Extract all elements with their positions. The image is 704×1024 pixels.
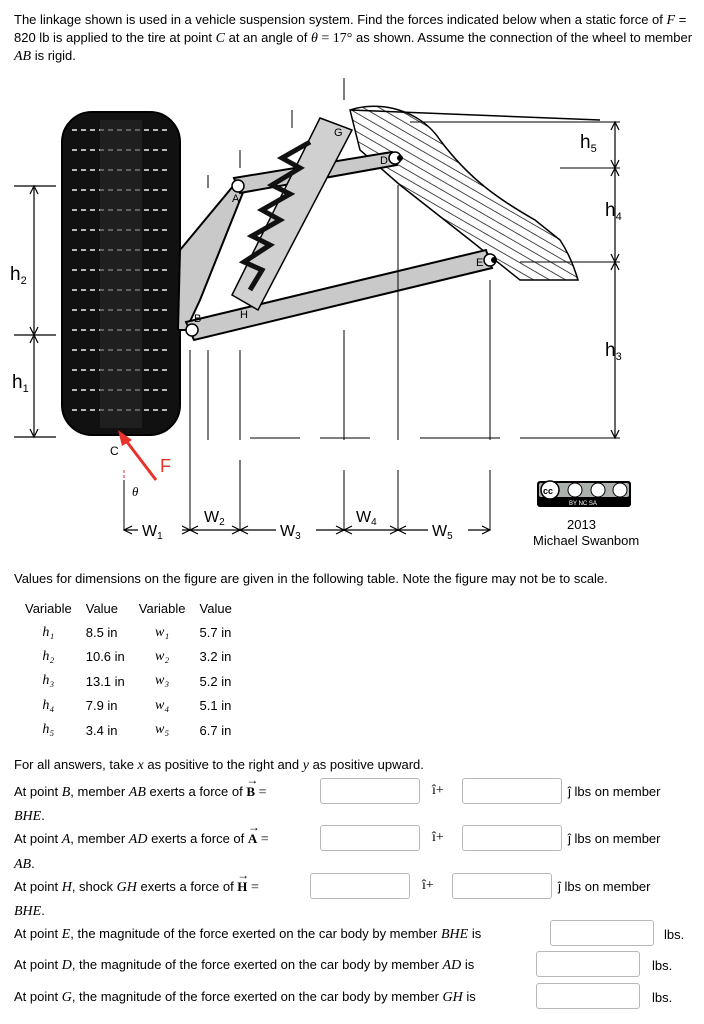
unit-label: lbs. xyxy=(652,958,673,973)
table-cell: 10.6 in xyxy=(85,649,125,665)
svg-text:W5: W5 xyxy=(432,523,453,542)
question-B-tail: BHE. xyxy=(14,808,45,824)
table-cell: h₅ xyxy=(42,722,55,738)
question-G: At point G, the magnitude of the force e… xyxy=(14,989,476,1005)
cc-license-badge: cc BY NC SA xyxy=(537,480,631,507)
table-row: h₁ 8.5 in w₁ 5.7 in xyxy=(18,620,239,644)
tire xyxy=(61,111,181,436)
table-cell: h₃ xyxy=(42,673,55,689)
table-header: Value xyxy=(85,600,119,616)
shock-absorber xyxy=(231,117,354,312)
pins xyxy=(185,151,497,337)
table-cell: 5.2 in xyxy=(199,673,232,689)
table-cell: h₁ xyxy=(42,624,55,640)
dim-h5: h5 xyxy=(580,132,597,155)
label-B: B xyxy=(194,313,201,325)
svg-text:W3: W3 xyxy=(280,523,301,542)
unit-label: lbs. xyxy=(664,927,685,942)
i-hat-label: î+ xyxy=(432,783,444,798)
table-cell: h₂ xyxy=(42,648,55,664)
svg-text:W4: W4 xyxy=(356,509,377,528)
table-cell: 7.9 in xyxy=(85,698,118,714)
question-E: At point E, the magnitude of the force e… xyxy=(14,926,482,942)
question-D: At point D, the magnitude of the force e… xyxy=(14,957,475,973)
svg-text:cc: cc xyxy=(543,486,553,496)
table-cell: 6.7 in xyxy=(199,722,232,738)
svg-text:W1: W1 xyxy=(142,523,163,542)
force-G-magnitude-input[interactable] xyxy=(536,983,640,1009)
svg-text:BY NC SA: BY NC SA xyxy=(569,501,597,507)
table-note: Values for dimensions on the figure are … xyxy=(14,571,608,586)
table-cell: w₂ xyxy=(155,648,170,664)
i-hat-label: î+ xyxy=(422,878,434,893)
table-cell: 13.1 in xyxy=(85,673,125,689)
table-row: h₃ 13.1 in w₃ 5.2 in xyxy=(18,669,239,693)
dimension-table: Variable Value Variable Value h₁ 8.5 in … xyxy=(18,596,239,742)
table-cell: 5.1 in xyxy=(199,698,232,714)
force-D-magnitude-input[interactable] xyxy=(536,951,640,977)
label-C: C xyxy=(110,444,119,458)
table-header: Variable xyxy=(25,600,72,616)
table-cell: w₃ xyxy=(155,673,170,689)
label-H: H xyxy=(240,309,248,321)
unit-label: lbs. xyxy=(652,990,673,1005)
table-header: Value xyxy=(199,600,232,616)
dim-h3: h3 xyxy=(605,340,622,363)
right-dimensions xyxy=(610,120,620,440)
svg-text:θ: θ xyxy=(132,484,139,499)
table-cell: 3.2 in xyxy=(199,649,232,665)
table-cell: w₁ xyxy=(155,624,170,640)
svg-text:F: F xyxy=(160,456,171,476)
dim-h2: h2 xyxy=(10,264,27,287)
force-arrow: F θ xyxy=(118,430,171,499)
question-H: At point H, shock GH exerts a force of H… xyxy=(14,868,259,896)
table-header: Variable xyxy=(138,600,186,616)
table-cell: 3.4 in xyxy=(85,722,118,738)
table-cell: h₄ xyxy=(42,697,55,713)
force-H-x-input[interactable] xyxy=(310,873,410,899)
table-cell: w₄ xyxy=(155,697,170,713)
unit-label: ĵ lbs on member xyxy=(568,831,661,846)
dim-h1: h1 xyxy=(12,372,29,395)
i-hat-label: î+ xyxy=(432,830,444,845)
unit-label: ĵ lbs on member xyxy=(568,784,661,799)
car-body xyxy=(349,105,601,281)
sign-convention: For all answers, take x as positive to t… xyxy=(14,757,424,773)
table-cell: 8.5 in xyxy=(85,625,118,641)
label-E: E xyxy=(476,257,483,269)
svg-text:W2: W2 xyxy=(204,509,225,528)
question-A: At point A, member AD exerts a force of … xyxy=(14,820,269,848)
force-A-y-input[interactable] xyxy=(462,825,562,851)
label-A: A xyxy=(232,193,240,205)
left-dimensions xyxy=(14,184,56,439)
dim-h4: h4 xyxy=(605,200,622,223)
question-B: At point B, member AB exerts a force of … xyxy=(14,773,267,801)
unit-label: ĵ lbs on member xyxy=(558,879,651,894)
force-H-y-input[interactable] xyxy=(452,873,552,899)
problem-statement: The linkage shown is used in a vehicle s… xyxy=(14,12,693,64)
upright xyxy=(176,183,246,331)
question-H-tail: BHE. xyxy=(14,903,45,919)
question-A-tail: AB. xyxy=(14,856,35,872)
label-D: D xyxy=(380,155,388,167)
license-author: Michael Swanbom xyxy=(533,533,639,548)
table-cell: w₅ xyxy=(155,722,170,738)
force-A-x-input[interactable] xyxy=(320,825,420,851)
label-G: G xyxy=(334,127,343,139)
force-E-magnitude-input[interactable] xyxy=(550,920,654,946)
table-header-row: Variable Value Variable Value xyxy=(18,596,239,620)
suspension-figure: G D A E B H C F θ xyxy=(10,78,639,548)
table-row: h₅ 3.4 in w₅ 6.7 in xyxy=(18,718,239,742)
force-B-y-input[interactable] xyxy=(462,778,562,804)
force-B-x-input[interactable] xyxy=(320,778,420,804)
table-row: h₄ 7.9 in w₄ 5.1 in xyxy=(18,694,239,718)
license-year: 2013 xyxy=(567,517,596,532)
reference-lines xyxy=(123,78,620,530)
table-cell: 5.7 in xyxy=(199,625,232,641)
w-labels: W1 W2 W3 W4 W5 xyxy=(138,509,468,542)
table-row: h₂ 10.6 in w₂ 3.2 in xyxy=(18,645,239,669)
